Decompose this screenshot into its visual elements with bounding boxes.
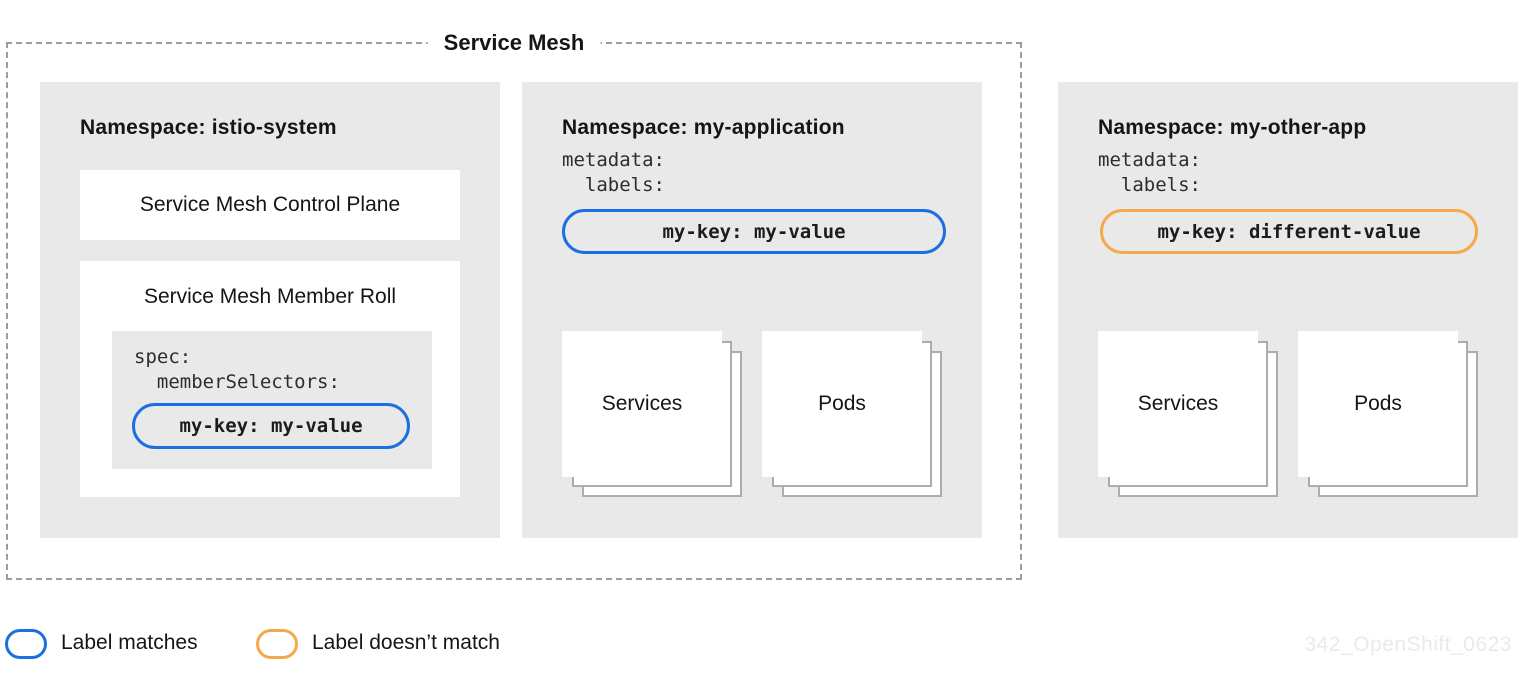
my-other-app-pods-stack: Pods	[1298, 331, 1478, 497]
member-roll-label-pill-match: my-key: my-value	[132, 403, 410, 449]
diagram-watermark: 342_OpenShift_0623	[1304, 633, 1512, 656]
my-application-pill-text: my-key: my-value	[662, 220, 846, 243]
pods-label: Pods	[1354, 392, 1402, 415]
services-box: Services	[562, 331, 722, 477]
pods-box: Pods	[762, 331, 922, 477]
service-mesh-member-roll-card: Service Mesh Member Roll spec: memberSel…	[80, 261, 460, 497]
namespace-my-other-app-title: Namespace: my-other-app	[1098, 116, 1367, 139]
my-application-services-stack: Services	[562, 331, 742, 497]
pods-box: Pods	[1298, 331, 1458, 477]
services-box: Services	[1098, 331, 1258, 477]
services-label: Services	[1137, 392, 1219, 415]
service-mesh-title: Service Mesh	[427, 30, 601, 56]
namespace-panel-my-other-app: Namespace: my-other-app metadata: labels…	[1058, 82, 1518, 538]
legend-no-match-label: Label doesn’t match	[312, 631, 500, 654]
namespace-my-application-title: Namespace: my-application	[562, 116, 845, 139]
legend-match-label: Label matches	[61, 631, 198, 654]
member-roll-spec-box: spec: memberSelectors: my-key: my-value	[112, 331, 432, 469]
my-other-app-yaml: metadata: labels:	[1098, 149, 1201, 196]
my-application-yaml: metadata: labels:	[562, 149, 665, 196]
namespace-istio-title: Namespace: istio-system	[80, 116, 337, 139]
my-application-label-pill-match: my-key: my-value	[562, 209, 946, 254]
my-application-pods-stack: Pods	[762, 331, 942, 497]
namespace-panel-my-application: Namespace: my-application metadata: labe…	[522, 82, 982, 538]
services-label: Services	[601, 392, 683, 415]
my-other-app-label-pill-no-match: my-key: different-value	[1100, 209, 1478, 254]
control-plane-label: Service Mesh Control Plane	[139, 193, 401, 216]
member-roll-yaml: spec: memberSelectors:	[134, 346, 340, 393]
legend-no-match-pill-icon	[256, 629, 298, 659]
service-mesh-boundary: Service Mesh	[6, 30, 1022, 580]
my-other-app-services-stack: Services	[1098, 331, 1278, 497]
service-mesh-control-plane-card: Service Mesh Control Plane	[80, 170, 460, 240]
pods-label: Pods	[818, 392, 866, 415]
legend-match-pill-icon	[5, 629, 47, 659]
member-roll-title: Service Mesh Member Roll	[143, 285, 397, 308]
my-other-app-pill-text: my-key: different-value	[1157, 220, 1421, 243]
namespace-panel-istio-system: Namespace: istio-system Service Mesh Con…	[40, 82, 500, 538]
member-roll-pill-text: my-key: my-value	[179, 415, 363, 437]
